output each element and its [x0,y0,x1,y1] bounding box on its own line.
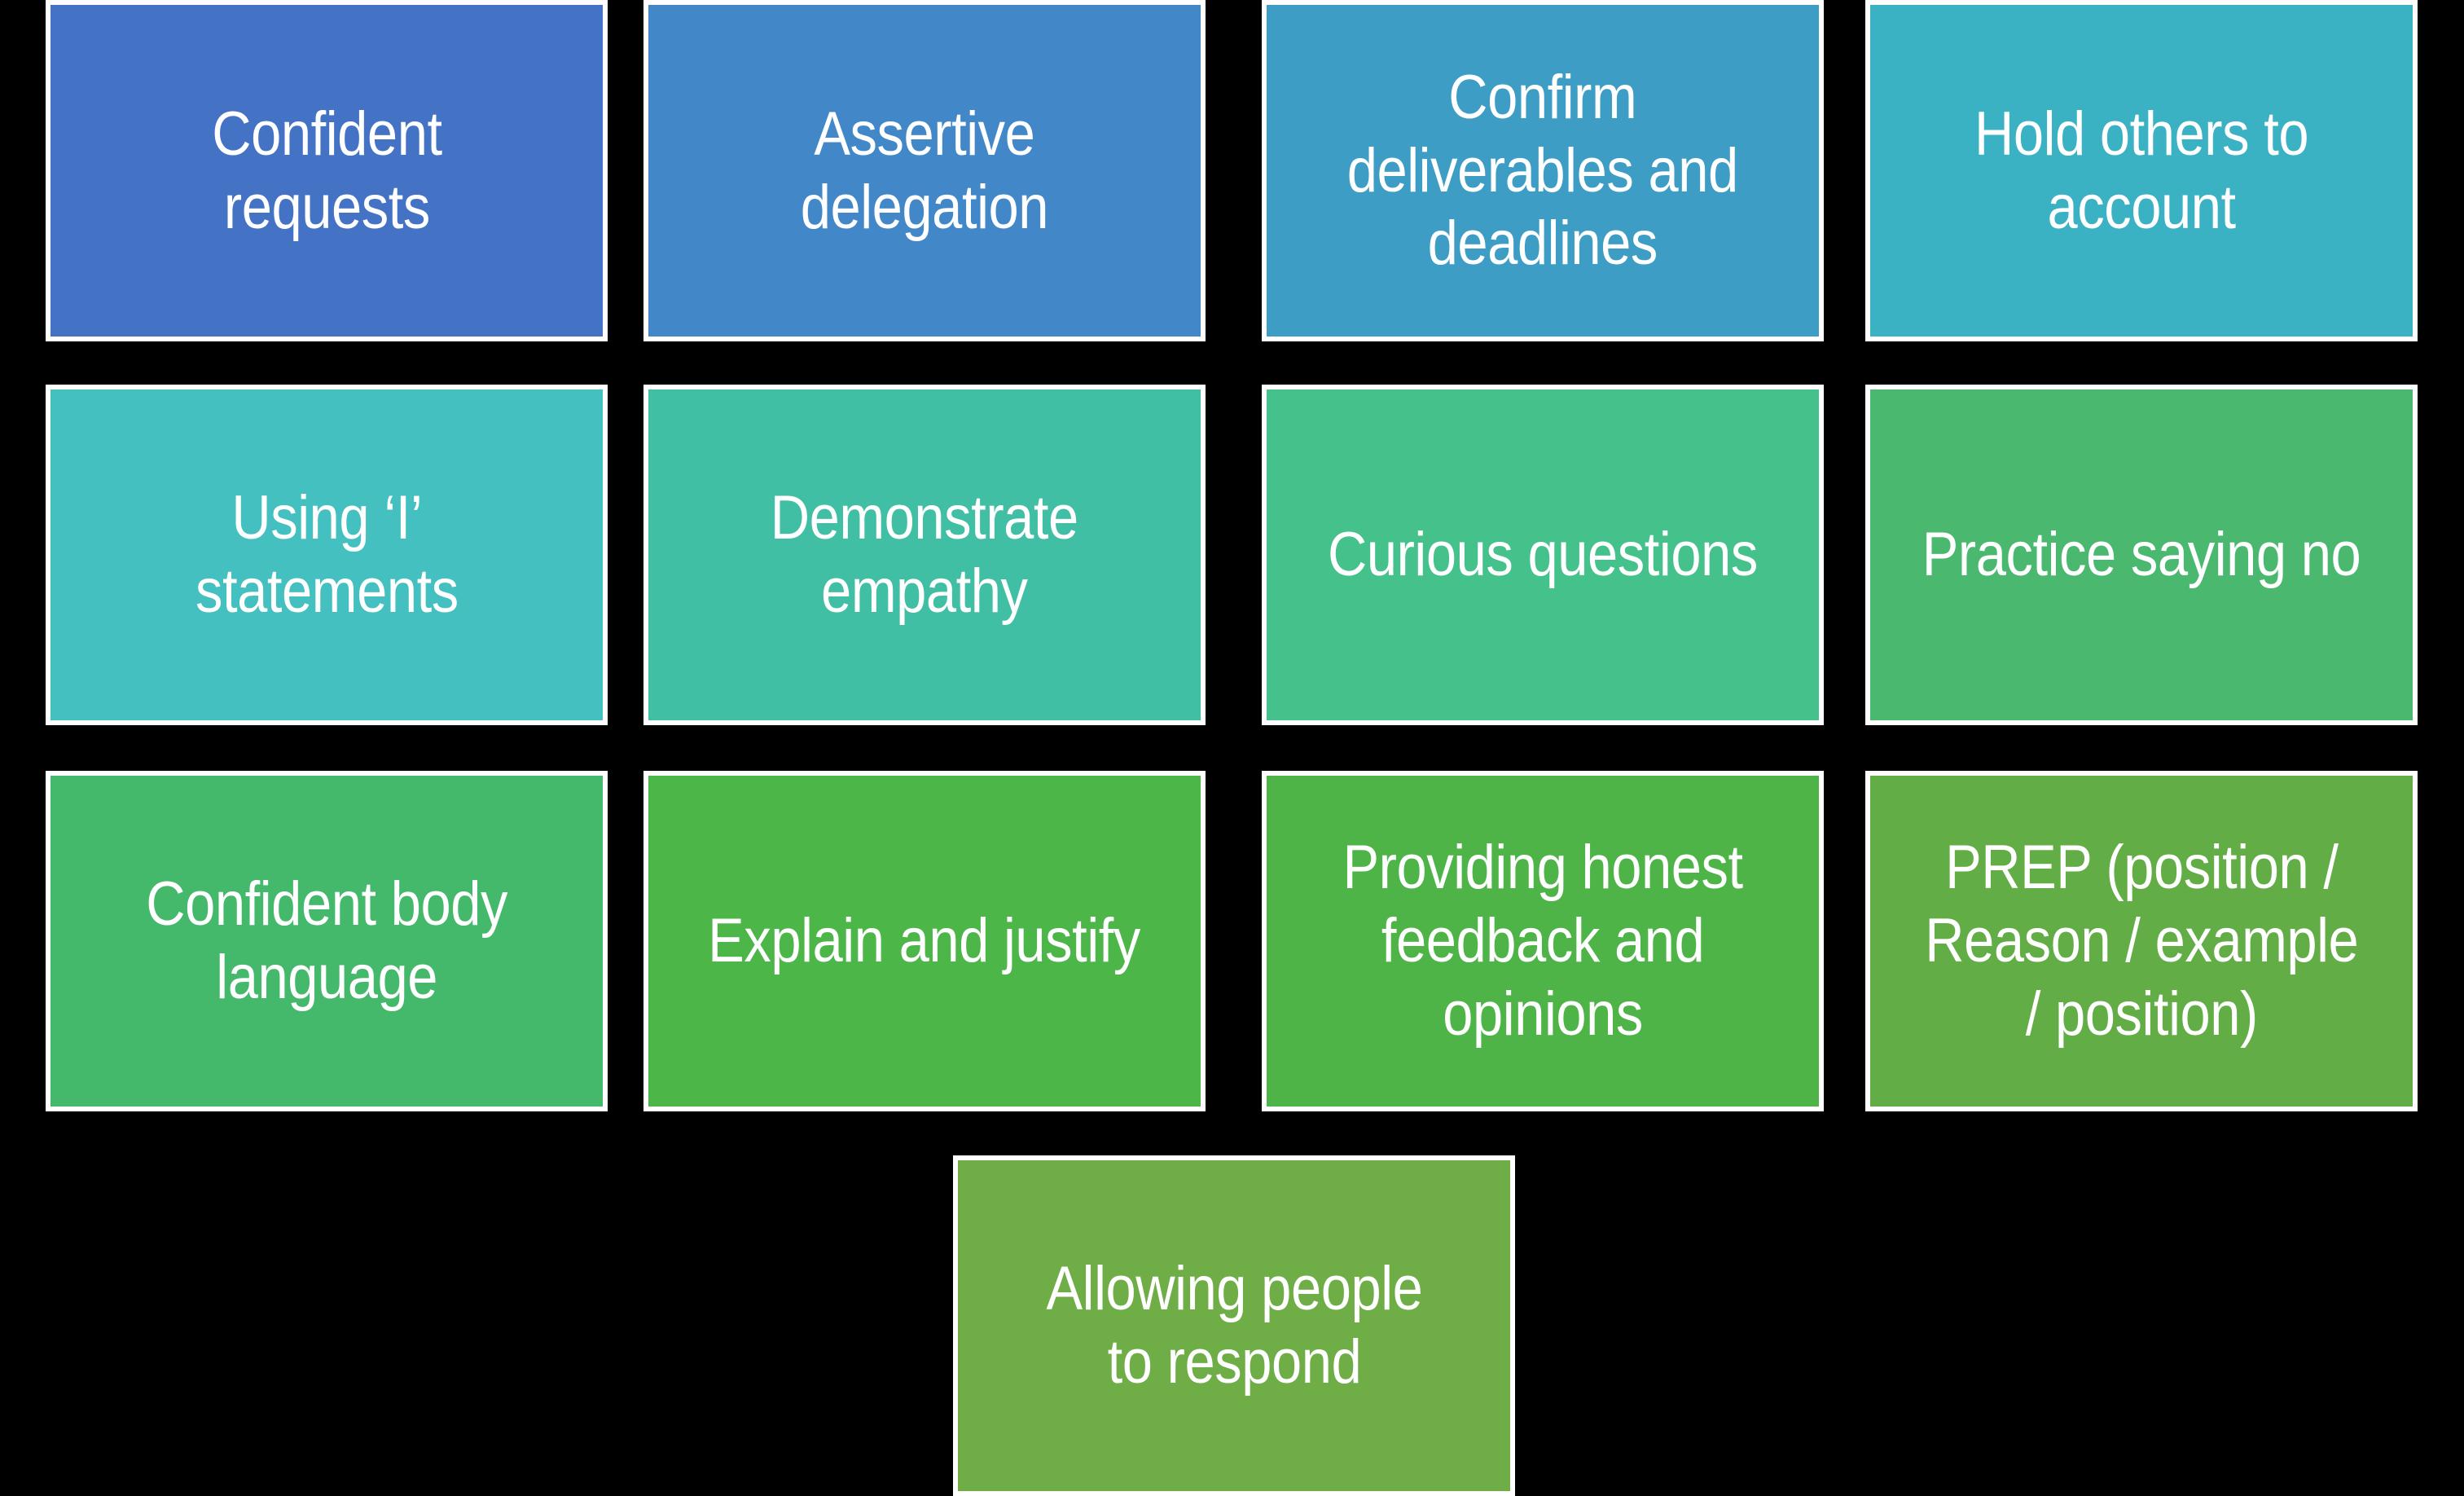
tile-label: Allowing people to respond [1046,1254,1422,1397]
tile-assertive-delegation[interactable]: Assertive delegation [643,0,1206,341]
tile-label: Practice saying no [1922,520,2361,590]
tile-confident-requests[interactable]: Confident requests [46,0,608,341]
tile-label: Providing honest feedback and opinions [1342,833,1743,1049]
tile-label: Assertive delegation [800,99,1049,242]
tile-label: PREP (position / Reason / example / posi… [1924,833,2359,1049]
tile-practice-saying-no[interactable]: Practice saying no [1865,385,2418,725]
tile-using-i-statements[interactable]: Using ‘I’ statements [46,385,608,725]
tile-label: Using ‘I’ statements [195,483,459,626]
tile-confident-body-language[interactable]: Confident body language [46,771,608,1111]
tile-label: Confirm deliverables and deadlines [1346,62,1739,279]
tile-label: Confident body language [146,869,507,1012]
tile-hold-others-to-account[interactable]: Hold others to account [1865,0,2418,341]
tile-providing-honest-feedback[interactable]: Providing honest feedback and opinions [1262,771,1824,1111]
tile-label: Curious questions [1328,520,1758,590]
tile-curious-questions[interactable]: Curious questions [1262,385,1824,725]
tile-label: Explain and justify [708,906,1141,976]
tile-demonstrate-empathy[interactable]: Demonstrate empathy [643,385,1206,725]
tile-prep-framework[interactable]: PREP (position / Reason / example / posi… [1865,771,2418,1111]
tile-label: Hold others to account [1974,99,2309,242]
tile-explain-and-justify[interactable]: Explain and justify [643,771,1206,1111]
tile-label: Confident requests [211,99,442,242]
tile-label: Demonstrate empathy [770,483,1079,626]
tile-allowing-people-to-respond[interactable]: Allowing people to respond [953,1155,1515,1496]
tile-confirm-deliverables[interactable]: Confirm deliverables and deadlines [1262,0,1824,341]
